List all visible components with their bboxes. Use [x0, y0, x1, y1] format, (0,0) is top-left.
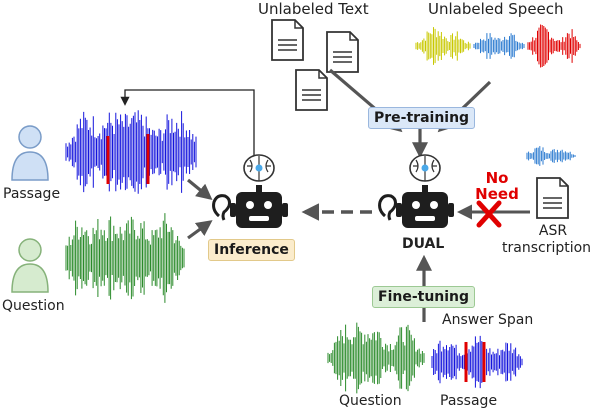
- document-icon: [271, 19, 304, 61]
- dual-label: DUAL: [402, 236, 445, 252]
- ear-icon: [378, 194, 397, 221]
- person-icon: [11, 238, 49, 293]
- person-icon: [11, 125, 49, 181]
- asr-waveform: [526, 146, 576, 166]
- asr-label-line2: transcription: [502, 240, 592, 256]
- asr-label-line1: ASR: [538, 223, 568, 239]
- speech-waveform-red: [527, 24, 581, 68]
- passage-label: Passage: [3, 186, 61, 202]
- bottom-passage-waveform: [431, 335, 523, 389]
- pretraining-tag: Pre-training: [368, 107, 476, 129]
- passage-waveform: [65, 110, 197, 194]
- answer-span-label: Answer Span: [442, 312, 534, 328]
- cross-icon: [476, 200, 502, 228]
- bottom-passage-label: Passage: [440, 393, 498, 409]
- document-icon: [295, 69, 328, 111]
- question-label: Question: [2, 298, 65, 314]
- ear-icon: [212, 194, 231, 221]
- no-need-line2: Need: [475, 185, 519, 203]
- bottom-question-label: Question: [339, 393, 402, 409]
- robot-icon: [396, 185, 454, 228]
- no-need-line1: No: [485, 169, 509, 187]
- brain-icon: [409, 154, 441, 182]
- question-waveform: [65, 213, 185, 303]
- robot-icon: [230, 185, 288, 228]
- finetuning-tag: Fine-tuning: [372, 286, 476, 308]
- no-need-label: No Need: [470, 170, 524, 202]
- unlabeled-speech-label: Unlabeled Speech: [428, 0, 564, 18]
- speech-waveform-yellow: [415, 27, 471, 65]
- document-icon: [536, 177, 569, 219]
- inference-tag: Inference: [208, 239, 295, 261]
- bottom-question-waveform: [327, 322, 425, 394]
- speech-waveform-blue: [473, 33, 525, 59]
- document-icon: [326, 31, 359, 73]
- unlabeled-text-label: Unlabeled Text: [258, 0, 369, 18]
- brain-icon: [243, 154, 275, 182]
